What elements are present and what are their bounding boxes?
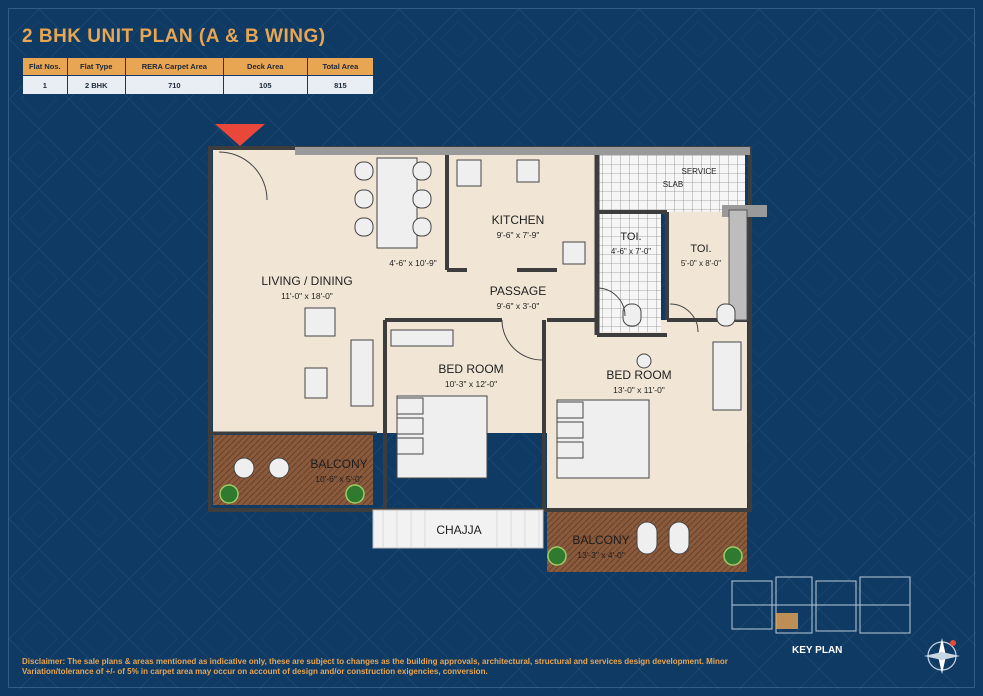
passage-dim: 9'-6" x 3'-0" [497,301,540,311]
living-dim: 11'-0" x 18'-0" [281,291,333,301]
chajja-area [372,509,544,549]
header-flat-nos: Flat Nos. [22,57,68,76]
doors [218,151,699,361]
cell-flat-type: 2 BHK [66,75,126,95]
plants [219,484,743,566]
cell-carpet-area: 710 [124,75,224,95]
floor-plan: LIVING / DINING 11'-0" x 18'-0" 4'-6" x … [208,124,767,572]
bedroom2-dim: 13'-0" x 11'-0" [613,385,665,395]
service-name: SERVICE [682,167,717,176]
header-carpet-area: RERA Carpet Area [124,57,224,76]
balcony1-dim: 10'-6" x 5'-0" [315,474,363,484]
table-row: 1 2 BHK 710 105 815 [22,75,375,95]
header-deck-area: Deck Area [222,57,308,76]
entrance-arrow-icon [215,124,265,146]
cell-flat-no: 1 [22,75,68,95]
compass-icon [924,638,960,674]
balcony2-name: BALCONY [572,533,629,547]
header-flat-type: Flat Type [66,57,126,76]
living-name: LIVING / DINING [261,274,352,288]
bedroom1-dim: 10'-3" x 12'-0" [445,379,497,389]
service-name-2: SLAB [663,180,683,189]
chajja-name: CHAJJA [436,523,481,537]
key-plan-label: KEY PLAN [792,645,843,656]
area-table: Flat Nos. Flat Type RERA Carpet Area Dec… [22,57,375,95]
dining-dim: 4'-6" x 10'-9" [389,258,437,268]
kitchen-name: KITCHEN [492,213,545,227]
duct [728,209,748,321]
kitchen-dim: 9'-6" x 7'-9" [497,230,540,240]
toilet1-name: TOI. [620,231,641,243]
page-title: 2 BHK UNIT PLAN (A & B WING) [22,26,326,47]
service-slab-floor [599,152,745,212]
bedroom2-name: BED ROOM [606,368,671,382]
top-ledge [295,147,750,155]
disclaimer-text: Disclaimer: The sale plans & areas menti… [22,657,728,676]
balcony2-dim: 13'-3" x 4'-0" [577,550,625,560]
toilet2-name: TOI. [690,243,711,255]
chajja-hatch [382,510,540,548]
cell-deck-area: 105 [222,75,308,95]
toilet2-dim: 5'-0" x 8'-0" [681,259,721,268]
header-total-area: Total Area [306,57,375,76]
bedroom1-name: BED ROOM [438,362,503,376]
balcony1-name: BALCONY [310,457,367,471]
furniture [233,157,742,555]
key-plan-thumbnail [731,576,911,634]
toilet1-dim: 4'-6" x 7'-0" [611,247,651,256]
area-table-header: Flat Nos. Flat Type RERA Carpet Area Dec… [22,57,375,76]
cell-total-area: 815 [306,75,375,95]
passage-name: PASSAGE [490,284,546,298]
